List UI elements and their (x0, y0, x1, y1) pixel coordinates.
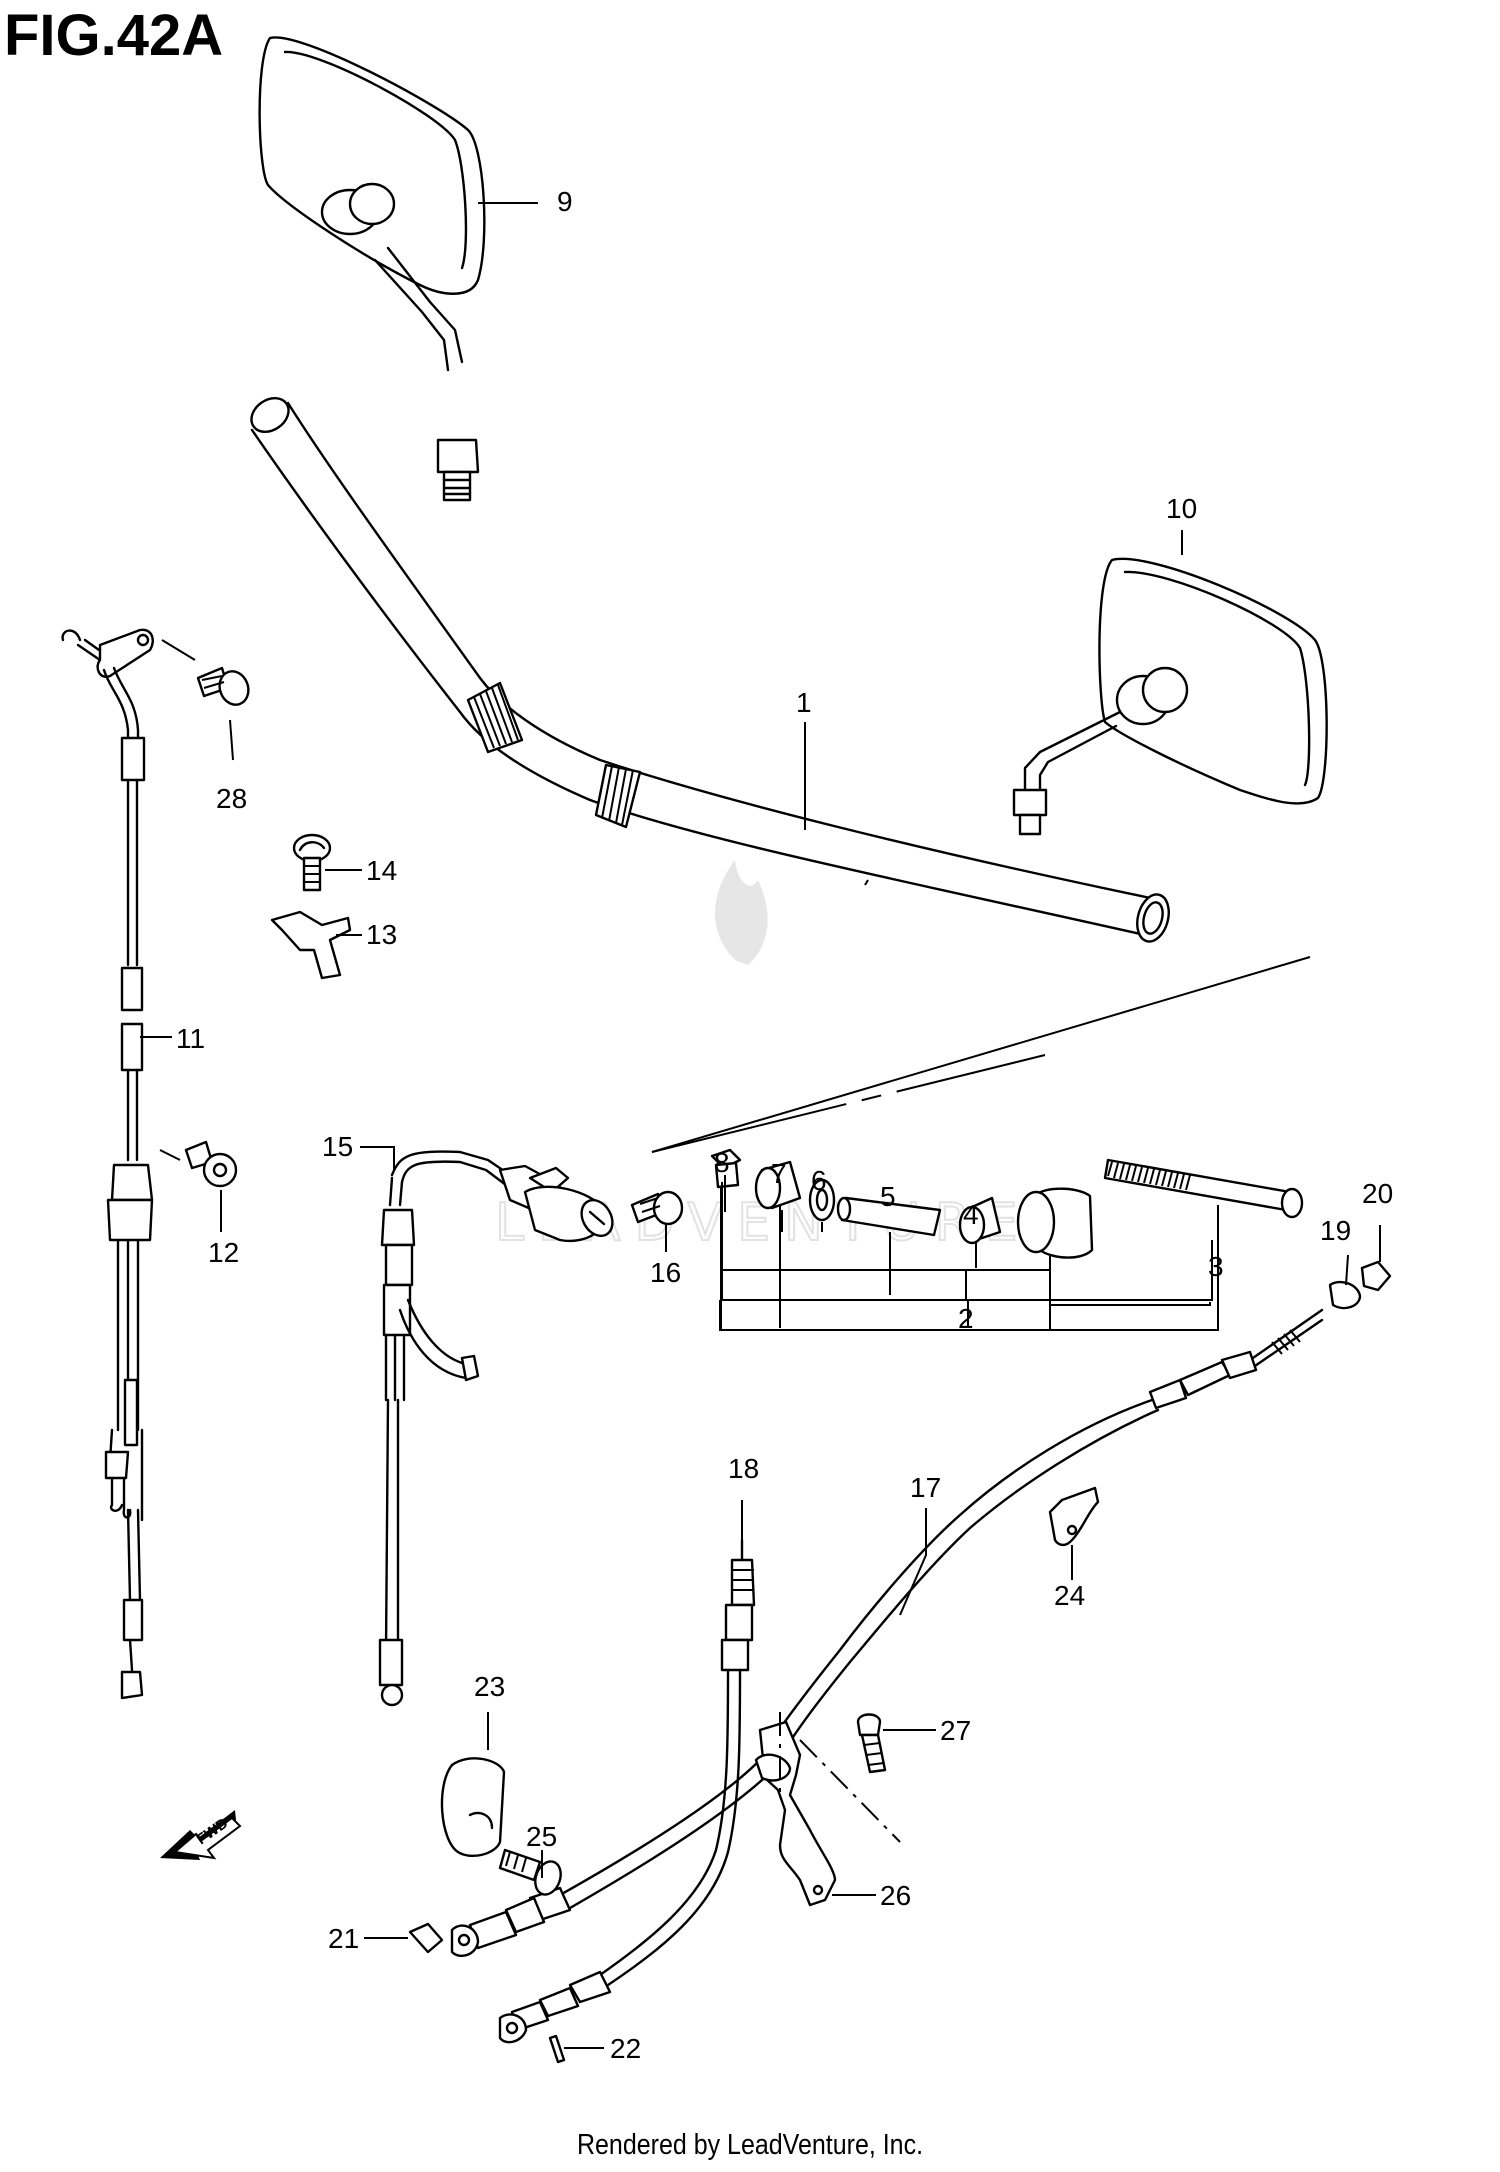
brake-cable-18[interactable] (498, 1538, 756, 2044)
callout-15[interactable]: 15 (322, 1131, 353, 1162)
pin-21[interactable] (408, 1922, 444, 1954)
sleeve-5[interactable] (836, 1196, 942, 1237)
callout-7[interactable]: 7 (771, 1158, 787, 1189)
mirror-right[interactable] (1012, 557, 1328, 836)
callout-26[interactable]: 26 (880, 1880, 911, 1911)
callout-3[interactable]: 3 (1208, 1251, 1224, 1282)
bracket-26[interactable] (754, 1720, 837, 1907)
holder-23[interactable] (440, 1757, 506, 1857)
clutch-cable-17[interactable] (450, 1308, 1324, 1957)
callout-24[interactable]: 24 (1054, 1580, 1085, 1611)
screw-27[interactable] (856, 1713, 887, 1774)
callout-17[interactable]: 17 (910, 1472, 941, 1503)
callout-18[interactable]: 18 (728, 1453, 759, 1484)
bolt-3[interactable] (1103, 1158, 1304, 1219)
bracket-13[interactable] (270, 910, 352, 980)
callout-9[interactable]: 9 (557, 186, 573, 217)
exploded-guide (651, 956, 1311, 1153)
washer-6[interactable] (808, 1178, 836, 1222)
callout-28[interactable]: 28 (216, 783, 247, 814)
bushing-4[interactable] (958, 1196, 1002, 1245)
throttle-cable[interactable] (61, 628, 154, 1700)
handlebar-knurl-2 (594, 763, 642, 829)
callout-14[interactable]: 14 (366, 855, 397, 886)
callout-11[interactable]: 11 (176, 1023, 205, 1054)
guide-24[interactable] (1048, 1486, 1100, 1547)
callout-21[interactable]: 21 (328, 1923, 359, 1954)
screw-12[interactable] (184, 1140, 238, 1188)
callout-23[interactable]: 23 (474, 1671, 505, 1702)
callout-labels: 9 10 1 28 14 13 11 12 15 16 8 8 7 6 5 4 … (176, 186, 1393, 2064)
handlebar[interactable] (245, 391, 1174, 945)
handlebar-knurl-1 (466, 681, 524, 754)
cap-20[interactable] (1360, 1260, 1392, 1292)
callout-4[interactable]: 4 (963, 1199, 979, 1230)
switch-cable-15[interactable] (378, 1150, 619, 1707)
bolt-8[interactable] (710, 1148, 742, 1189)
callout-1[interactable]: 1 (796, 687, 812, 718)
callout-2[interactable]: 2 (958, 1303, 974, 1334)
callout-20[interactable]: 20 (1362, 1178, 1393, 1209)
figure-title: FIG.42A (4, 3, 224, 68)
bushing-7[interactable] (754, 1160, 802, 1210)
callout-5[interactable]: 5 (880, 1181, 896, 1212)
mirror-left[interactable] (258, 36, 486, 502)
weight-2[interactable] (1016, 1187, 1094, 1259)
fwd-arrow: FWD (160, 1810, 242, 1860)
screw-14[interactable] (292, 833, 332, 892)
callout-16[interactable]: 16 (650, 1257, 681, 1288)
screw-16[interactable] (630, 1190, 684, 1226)
footer-credit: Rendered by LeadVenture, Inc. (576, 2128, 924, 2162)
callout-19[interactable]: 19 (1320, 1215, 1351, 1246)
dashed-guide (779, 1712, 901, 1843)
screw-28[interactable] (196, 666, 253, 709)
callout-22[interactable]: 22 (610, 2033, 641, 2064)
callout-8-text[interactable]: 8 (714, 1147, 730, 1178)
callout-6[interactable]: 6 (811, 1165, 827, 1196)
callout-13[interactable]: 13 (366, 919, 397, 950)
leader-lines (140, 202, 1381, 2049)
callout-25[interactable]: 25 (526, 1821, 557, 1852)
callout-12[interactable]: 12 (208, 1237, 239, 1268)
callout-10[interactable]: 10 (1166, 493, 1197, 524)
adjuster-19[interactable] (1328, 1280, 1362, 1310)
callout-27[interactable]: 27 (940, 1715, 971, 1746)
pin-22[interactable] (548, 2034, 566, 2064)
